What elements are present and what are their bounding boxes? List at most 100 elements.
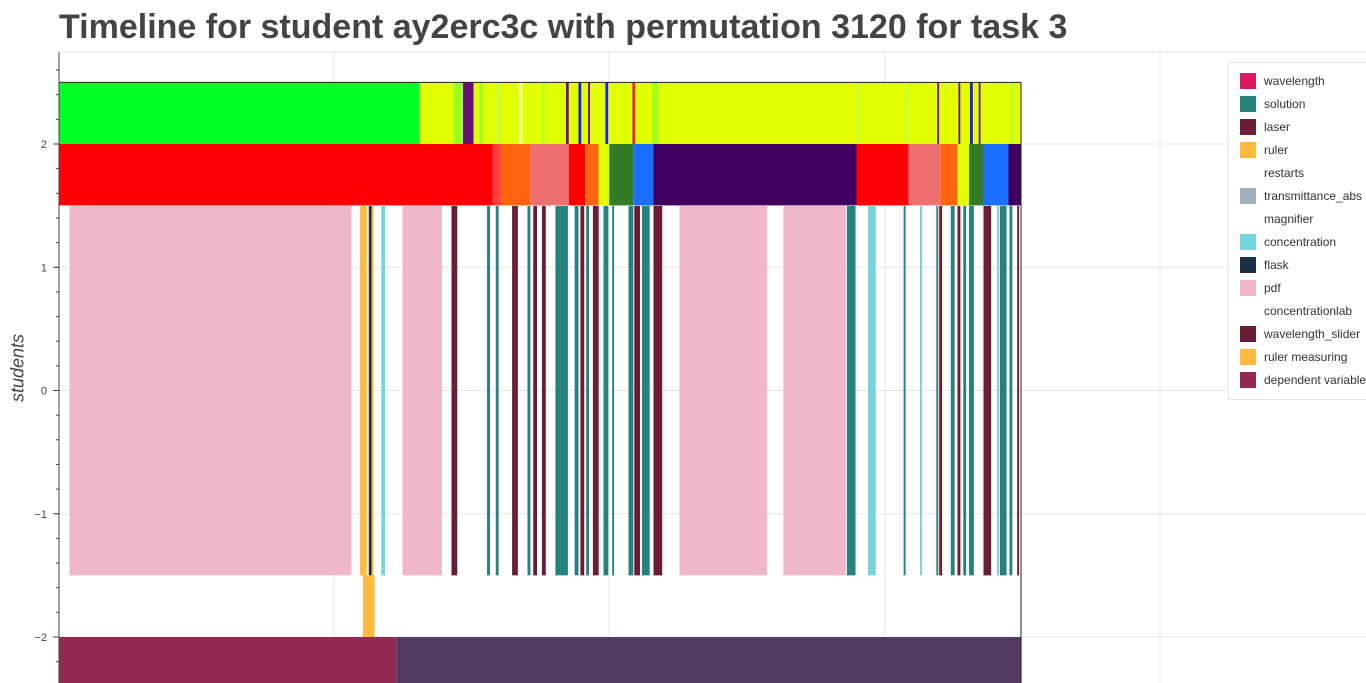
timeline-segment-actions [603,205,609,576]
legend-swatch [1240,165,1256,181]
timeline-segment-top-state [479,82,484,144]
legend-item: wavelength [1240,73,1325,89]
legend-swatch [1240,349,1256,365]
timeline-segment-top-state [1011,82,1014,144]
timeline-segment-mid-state [609,144,634,206]
legend-swatch [1240,188,1256,204]
timeline-segment-actions [679,205,768,576]
legend-item: restarts [1240,165,1304,181]
timeline-segment-top-state [1013,82,1021,144]
legend-label: ruler measuring [1264,350,1348,364]
timeline-segment-top-state [635,82,653,144]
timeline-segment-dependent-variable [59,637,397,683]
timeline-segment-actions [368,205,372,576]
timeline-segment-actions [1017,205,1020,576]
y-tick-label: −1 [34,509,47,521]
timeline-segment-actions [983,205,992,576]
timeline-segment-mid-state [530,144,569,206]
timeline-segment-top-state [958,82,961,144]
timeline-segment-top-state [419,82,454,144]
legend-label: laser [1264,120,1291,134]
timeline-segment-top-state [970,82,973,144]
timeline-segment-top-state [518,82,523,144]
timeline-segment-top-state [463,82,474,144]
timeline-segment-actions [451,205,458,576]
timeline-segment-top-state [568,82,579,144]
legend-label: restarts [1264,166,1305,180]
timeline-segment-mid-state [492,144,501,206]
timeline-segment-actions [580,205,585,576]
timeline-segment-top-state [522,82,543,144]
timeline-segment-top-state [544,82,566,144]
timeline-segment-top-state [856,82,860,144]
timeline-segment-top-state [658,82,857,144]
legend-item: solution [1240,96,1305,112]
y-tick-label: −2 [34,632,47,644]
legend-item: dependent variable [1240,372,1366,388]
timeline-segment-actions [783,205,846,576]
timeline-segment-dependent-variable [396,637,1021,683]
legend-swatch [1240,326,1256,342]
timeline-segment-top-state [565,82,569,144]
timeline-segment-actions [999,205,1007,576]
timeline-segment-mid-state [598,144,610,206]
timeline-segment-actions [957,205,961,576]
timeline-segment-top-state [937,82,940,144]
y-tick-label: 0 [41,386,47,398]
legend-label: wavelength_slider [1264,327,1361,341]
timeline-segment-actions [541,205,546,576]
legend-swatch [1240,96,1256,112]
timeline-segment-actions [628,205,634,576]
timeline-segment-actions [846,205,856,576]
timeline-segment-mid-state [653,144,857,206]
timeline-segment-top-state [978,82,981,144]
timeline-segment-actions [402,205,442,576]
timeline-segment-actions [903,205,906,576]
legend-item: laser [1240,119,1290,135]
timeline-segment-actions [555,205,568,576]
timeline-segment-mid-state [856,144,909,206]
timeline-segment-top-state [632,82,636,144]
timeline-segment-actions [612,205,615,576]
timeline-segment-top-state [542,82,545,144]
timeline-segment-mid-state [500,144,531,206]
timeline-segment-top-state [496,82,501,144]
timeline-segment-mid-state [957,144,970,206]
timeline-segment-top-state [908,82,938,144]
legend-item: magnifier [1240,211,1313,227]
timeline-segment-mid-state [908,144,941,206]
legend-item: wavelength_slider [1240,326,1360,342]
timeline-segment-top-state [473,82,480,144]
timeline-segment-top-state [453,82,464,144]
timeline-segment-actions [868,205,876,576]
legend-label: solution [1264,97,1306,111]
timeline-segment-actions [969,205,974,576]
timeline-segment-actions [360,205,367,576]
timeline-segment-mid-state [568,144,586,206]
timeline-segment-top-state [859,82,906,144]
legend-label: wavelength [1264,74,1325,88]
legend-swatch [1240,303,1256,319]
timeline-segment-mid-state [1008,144,1021,206]
timeline-segment-actions [1009,205,1013,576]
legend-swatch [1240,211,1256,227]
legend-label: ruler [1264,143,1289,157]
timeline-segment-top-state [939,82,959,144]
timeline-segment-actions [641,205,650,576]
legend: wavelength solution laser ruler restarts tran… [1228,62,1366,400]
y-axis: 210−1−2 [34,52,60,683]
timeline-segment-actions [634,205,641,576]
legend-swatch [1240,372,1256,388]
legend-item: ruler [1240,142,1288,158]
timeline-segment-top-state [972,82,979,144]
timeline-segment-mid-state [585,144,599,206]
legend-item: transmittance_abs [1240,188,1362,204]
timeline-segment-top-state [59,82,420,144]
timeline-segment-actions [487,205,490,576]
timeline-segment-actions [371,205,374,576]
timeline-segment-top-state [500,82,519,144]
y-tick-label: 1 [41,262,47,274]
legend-swatch [1240,73,1256,89]
chart-title: Timeline for student ay2erc3c with permu… [59,8,1068,46]
